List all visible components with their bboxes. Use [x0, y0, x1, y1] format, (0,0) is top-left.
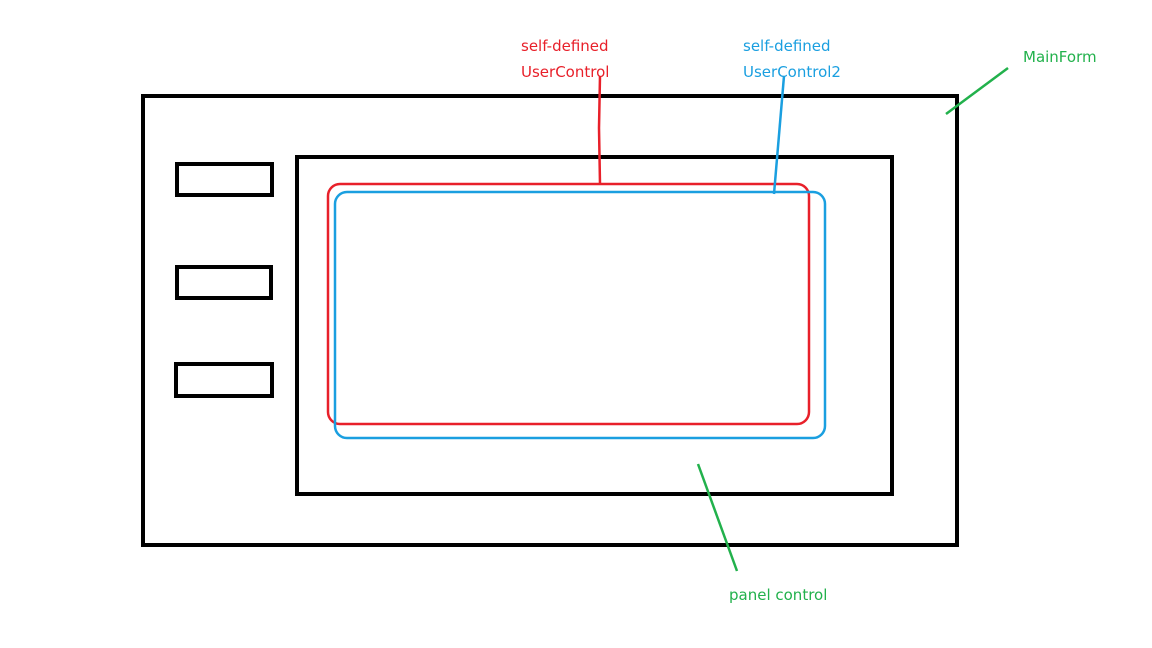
- user-control-label-line2: UserControl: [521, 63, 609, 81]
- panel-control-frame: [295, 155, 894, 496]
- user-control2-leader-line: [772, 75, 786, 195]
- main-form-frame: [141, 94, 959, 547]
- main-form-leader-line: [945, 66, 1009, 116]
- side-button-1: [175, 162, 274, 197]
- user-control-label-line1: self-defined: [521, 37, 609, 55]
- user-control-outline: [326, 182, 811, 426]
- panel-control-leader-line: [696, 463, 739, 572]
- user-control-leader-line: [597, 75, 602, 185]
- user-control2-label-line2: UserControl2: [743, 63, 841, 81]
- main-form-label: MainForm: [1023, 48, 1097, 66]
- side-button-2: [175, 265, 273, 300]
- user-control2-outline: [333, 190, 827, 440]
- user-control2-label-line1: self-defined: [743, 37, 831, 55]
- side-button-3: [174, 362, 274, 398]
- panel-control-label: panel control: [729, 586, 827, 604]
